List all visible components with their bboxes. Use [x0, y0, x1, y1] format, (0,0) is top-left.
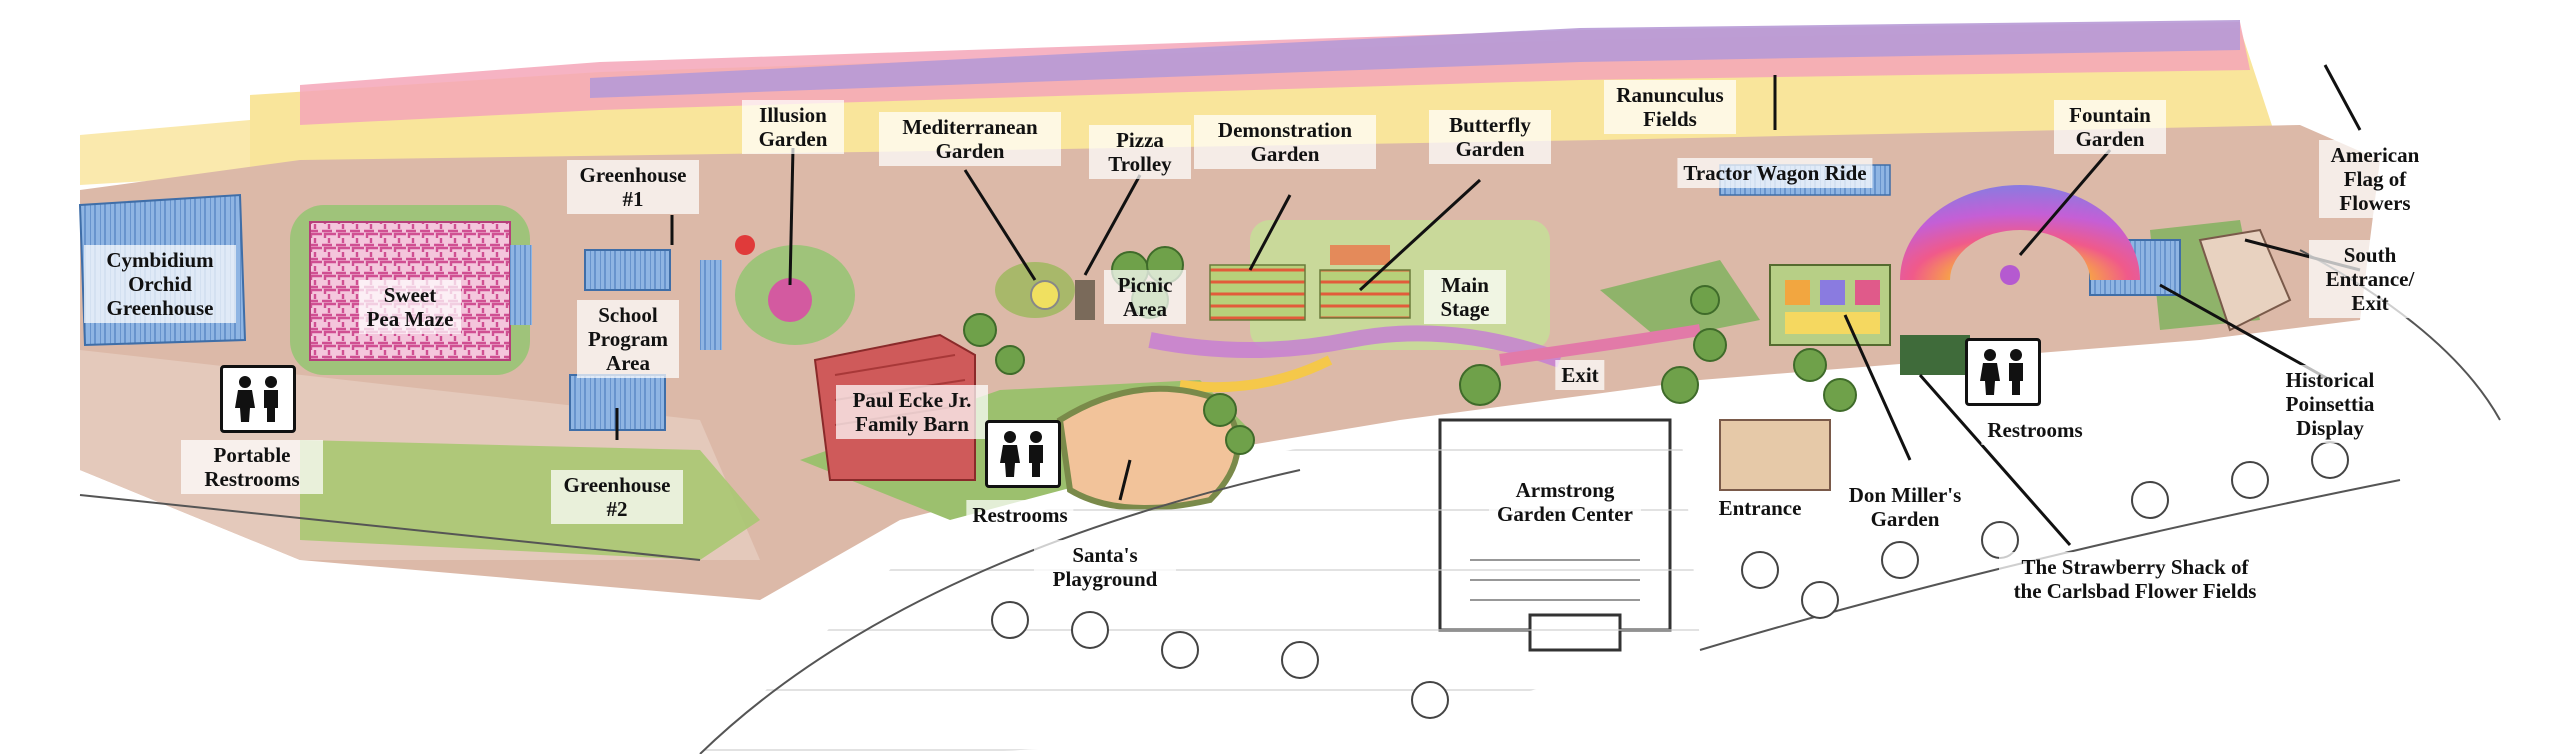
label-south-entrance-exit: South Entrance/ Exit — [2309, 240, 2431, 318]
restroom-icon — [220, 365, 296, 433]
label-illusion-garden: Illusion Garden — [742, 100, 844, 154]
label-santas-playground: Santa's Playground — [1034, 540, 1176, 594]
pointer-arrows — [615, 64, 2362, 546]
label-demonstration-garden: Demonstration Garden — [1194, 115, 1376, 169]
don-millers-garden — [1769, 264, 1891, 346]
fountain-garden — [1900, 185, 2140, 285]
restroom-icon — [1965, 338, 2041, 406]
greenhouse-1 — [584, 249, 671, 291]
label-portable-restrooms: Portable Restrooms — [181, 440, 323, 494]
label-restrooms-east: Restrooms — [1981, 415, 2089, 445]
label-restrooms-center: Restrooms — [966, 500, 1074, 530]
label-don-millers-garden: Don Miller's Garden — [1839, 480, 1971, 534]
label-picnic-area: Picnic Area — [1104, 270, 1186, 324]
label-tractor-wagon-ride: Tractor Wagon Ride — [1677, 158, 1873, 188]
label-historical-poinsettia-display: Historical Poinsettia Display — [2264, 365, 2396, 443]
historical-display-building — [2198, 228, 2292, 332]
label-sweet-pea-maze: Sweet Pea Maze — [359, 280, 461, 334]
strawberry-shack — [1900, 335, 1970, 375]
label-american-flag-of-flowers: American Flag of Flowers — [2319, 140, 2431, 218]
label-fountain-garden: Fountain Garden — [2054, 100, 2166, 154]
label-armstrong-garden-center: Armstrong Garden Center — [1489, 475, 1641, 529]
label-paul-ecke-barn: Paul Ecke Jr. Family Barn — [836, 385, 988, 439]
label-strawberry-shack: The Strawberry Shack of the Carlsbad Flo… — [1999, 552, 2271, 606]
label-greenhouse-1: Greenhouse #1 — [567, 160, 699, 214]
demonstration-garden-beds — [1209, 245, 1411, 321]
illusion-garden — [735, 235, 855, 345]
label-exit: Exit — [1555, 360, 1605, 390]
restroom-icon — [985, 420, 1061, 488]
label-greenhouse-2: Greenhouse #2 — [551, 470, 683, 524]
mediterranean-garden-area — [995, 262, 1095, 320]
label-ranunculus-fields: Ranunculus Fields — [1604, 80, 1736, 134]
label-entrance: Entrance — [1712, 493, 1808, 523]
parking-trees — [991, 441, 2349, 719]
flower-borders — [1148, 324, 1701, 393]
label-pizza-trolley: Pizza Trolley — [1089, 125, 1191, 179]
label-cymbidium-orchid-greenhouse: Cymbidium Orchid Greenhouse — [84, 245, 236, 323]
label-mediterranean-garden: Mediterranean Garden — [879, 112, 1061, 166]
label-butterfly-garden: Butterfly Garden — [1429, 110, 1551, 164]
label-main-stage: Main Stage — [1424, 270, 1506, 324]
entrance-building — [1719, 419, 1831, 491]
label-school-program-area: School Program Area — [577, 300, 679, 378]
